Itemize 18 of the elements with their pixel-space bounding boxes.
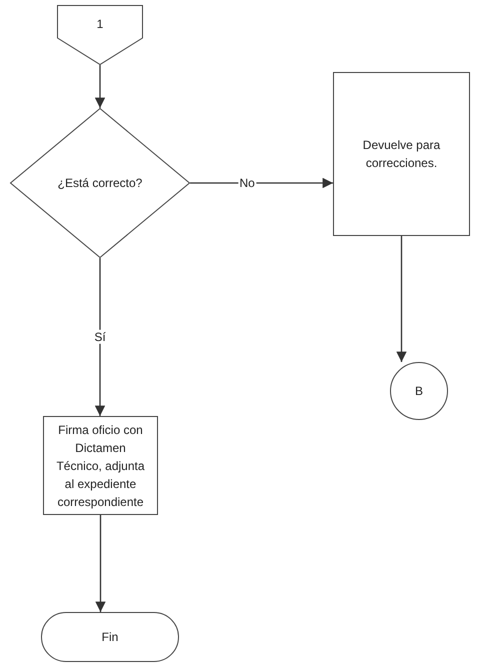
- arrow: [190, 178, 333, 188]
- arrow: [95, 515, 106, 612]
- off-page-connector: [57, 5, 143, 65]
- arrow: [94, 258, 106, 416]
- node-text: 1: [96, 16, 104, 33]
- process-box: [43, 416, 158, 515]
- edge-label: Sí: [93, 330, 107, 344]
- process-box: [333, 72, 470, 236]
- node-text: B: [414, 383, 423, 400]
- node-text: ¿Está correcto?: [58, 175, 142, 192]
- node-text: Fin: [102, 629, 118, 646]
- terminator: [41, 612, 179, 662]
- edge-label: No: [238, 176, 256, 190]
- decision-diamond: [10, 108, 190, 258]
- arrow: [396, 236, 407, 362]
- arrow: [94, 65, 106, 108]
- node-text: Firma oficio con Dictamen Técnico, adjunta al expediente correspondiente: [55, 422, 146, 510]
- node-text: Devuelve para correcciones.: [362, 137, 442, 172]
